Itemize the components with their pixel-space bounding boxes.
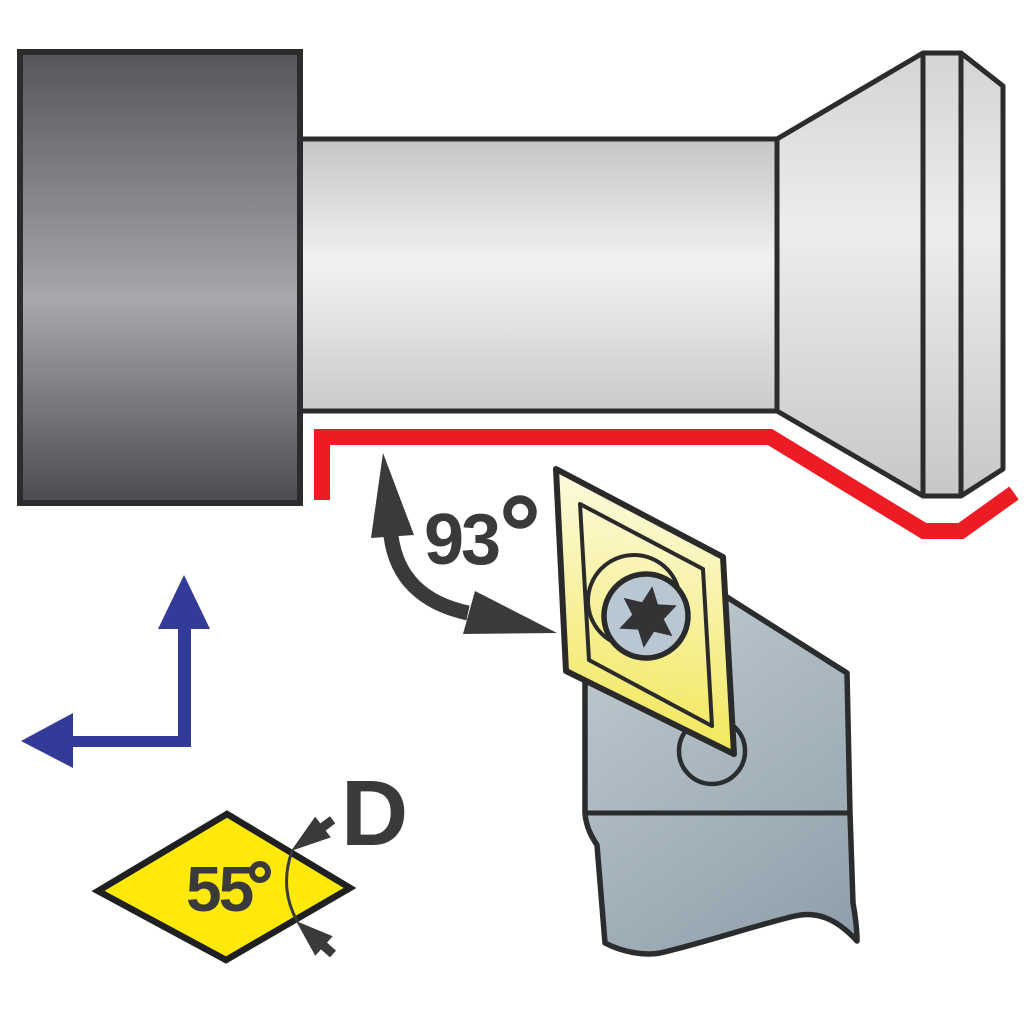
workpiece-chuck (17, 49, 303, 506)
feed-direction-arrows (21, 575, 210, 768)
insert-angle-arc (285, 850, 299, 922)
insert-inner-edge (578, 502, 714, 728)
lead-angle-degree-symbol (503, 495, 537, 529)
insert-angle-arrow-bottom-icon (296, 921, 336, 958)
lead-angle-value: 93 (424, 500, 499, 580)
lead-angle-arrowhead-right-icon (463, 591, 557, 634)
insert-angle-arrow-top-icon (291, 816, 336, 851)
insert-angle-value: 55 (186, 853, 253, 925)
torx-star-icon (619, 586, 677, 648)
lead-angle-arrowhead-up-icon (371, 453, 414, 538)
cutting-insert (553, 466, 737, 757)
feed-arrow-up-icon (158, 575, 210, 747)
insert-angle-degree-symbol (249, 861, 271, 883)
insert-shape-symbol: 55 D (91, 761, 408, 964)
insert-symbol-diamond (91, 810, 357, 964)
feed-arrow-left-icon (21, 713, 73, 768)
insert-shape-code: D (341, 761, 408, 865)
lead-angle-arrow-arc (383, 534, 470, 621)
workpiece-flange-body (774, 50, 1006, 499)
workpiece-shaft (294, 136, 780, 414)
workpiece-flange (774, 50, 1006, 499)
feed-arrow-left-shaft (73, 736, 185, 747)
lead-angle-arrow (371, 453, 557, 634)
cutting-path-line (314, 429, 1019, 539)
